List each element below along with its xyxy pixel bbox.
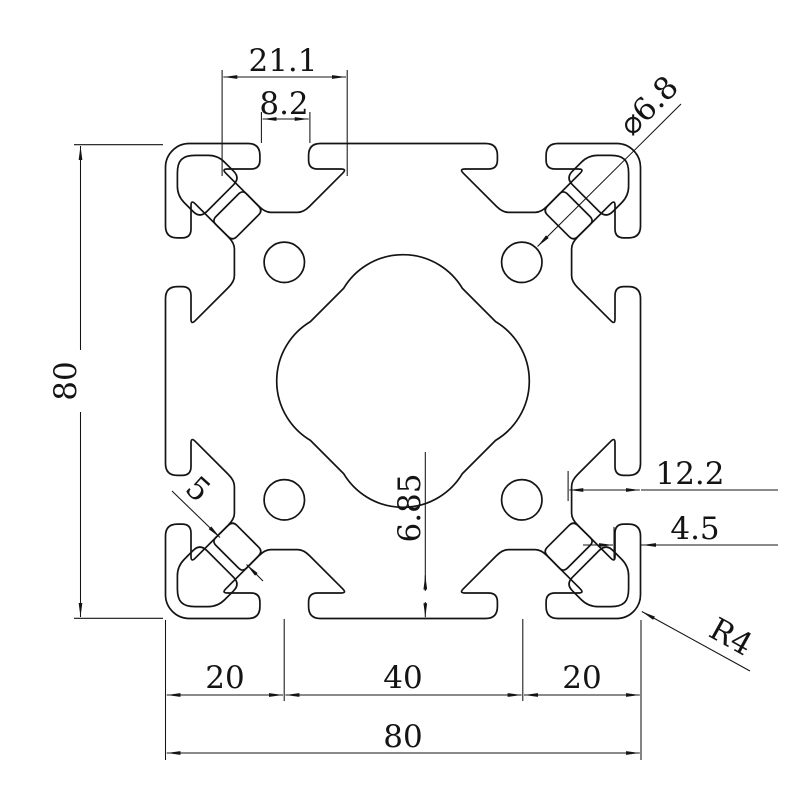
center-cavity [275,253,531,509]
screw-hole [263,241,306,284]
dim-lip-depth: 4.5 [670,511,719,547]
dim-corner: R4 [703,611,758,663]
screw-hole [263,478,306,521]
dimension-line [537,103,682,247]
dim-slot-inner-width: 21.1 [248,43,317,79]
dim-bottom-right: 20 [562,660,601,696]
corner-channel [213,191,262,240]
dimension-line [246,564,264,582]
extrusion-outline [164,142,642,620]
dim-bottom-left: 20 [205,660,244,696]
corner-void [176,546,238,608]
dimension-line [171,490,221,538]
dim-wall: 6.85 [392,473,428,542]
corner-void [568,154,630,216]
dim-hole-dia: ⌀6.8 [612,69,686,143]
corner-channel [213,522,262,571]
corner-void [176,154,238,216]
dim-slot-opening: 8.2 [259,86,308,122]
screw-hole [500,478,543,521]
dim-width: 80 [383,719,422,755]
dim-slot-depth: 12.2 [655,456,724,492]
corner-void [568,546,630,608]
dim-bottom-mid: 40 [383,660,422,696]
outer-boundary [164,142,642,620]
corner-channel [544,191,593,240]
corner-channel [544,522,593,571]
dimension-line [641,611,751,672]
dim-height: 80 [48,361,84,400]
screw-hole [500,241,543,284]
